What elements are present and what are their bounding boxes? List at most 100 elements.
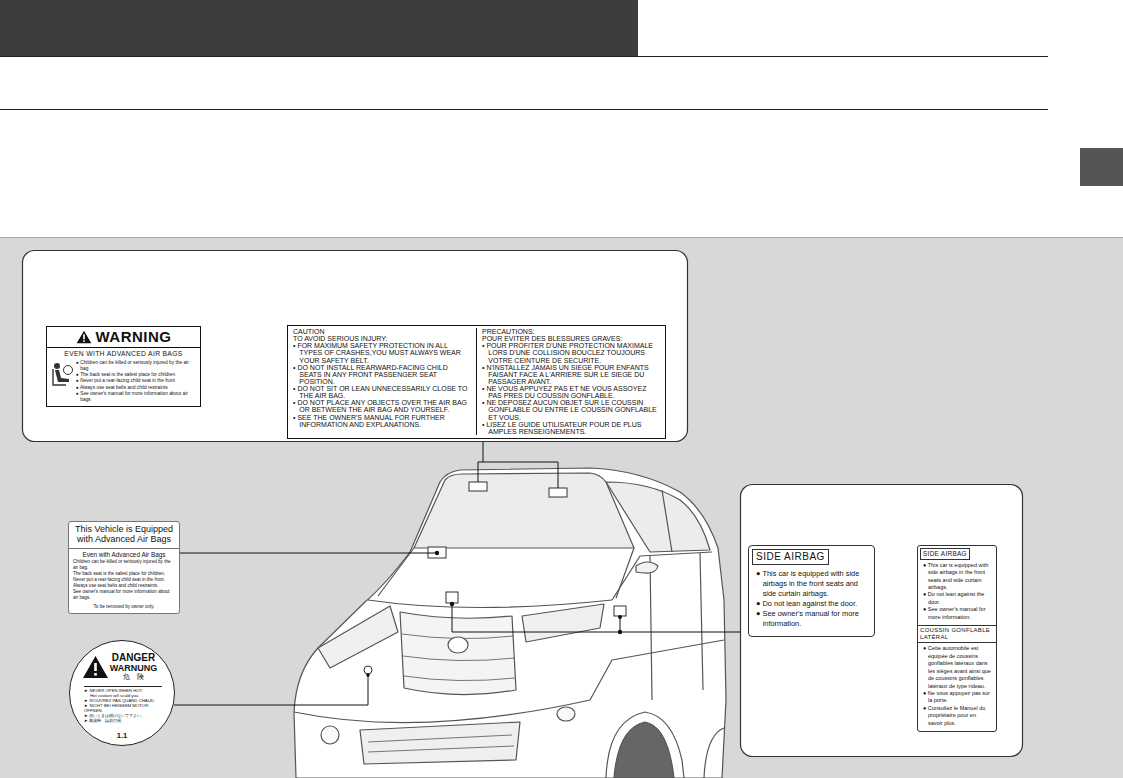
car-illustration	[662, 490, 672, 552]
danger-cap-label: DANGERWARNUNG危 険 ► NEVER OPEN WHEN HOT.Ho…	[69, 640, 175, 746]
warning-icon	[83, 335, 85, 340]
bullet-text: ● See owner's manual for more informatio…	[923, 606, 992, 621]
bullet-text: • N'INSTALLEZ JAMAIS UN SIEGE POUR ENFAN…	[482, 364, 660, 385]
car-illustration	[614, 722, 674, 778]
label-title: SIDE AIRBAG	[752, 549, 829, 565]
car-illustration	[368, 735, 514, 752]
danger-header: DANGERWARNUNG危 険	[82, 653, 158, 682]
bullet-text: • SEE THE OWNER'S MANUAL FOR FURTHER INF…	[293, 414, 471, 428]
leader-dot	[366, 551, 622, 677]
car-illustration	[368, 600, 612, 608]
bullet-text: ● Do not lean against the door.	[756, 599, 868, 609]
side-airbag-body: ● This car is equipped with side airbags…	[920, 560, 994, 623]
bullet-text: ● See owner's manual for more informatio…	[76, 391, 197, 403]
car-illustration	[400, 612, 516, 695]
leader-line	[620, 617, 621, 632]
bullet-text: ● Do not lean against the door.	[923, 591, 992, 606]
car-illustration	[606, 482, 710, 552]
warning-icon	[83, 341, 85, 343]
occupant-icon	[64, 365, 73, 374]
car-illustration	[448, 637, 468, 653]
occupant-icon	[50, 361, 74, 389]
bullet-text: ● Ne vous appuyez pas sur la porte.	[923, 690, 992, 705]
danger-icon	[94, 663, 97, 671]
danger-body: ► NEVER OPEN WHEN HOT.Hot coolant will s…	[84, 686, 162, 724]
label-line: Always use seat belts and child restrain…	[69, 583, 179, 589]
leader-dot	[618, 615, 622, 619]
caution-column: PRECAUTIONS:POUR EVITER DES BLESSURES GR…	[477, 328, 665, 435]
label-number: 1.1	[70, 732, 174, 740]
danger-titles: DANGERWARNUNG危 険	[109, 653, 158, 682]
warning-title: WARNING	[96, 329, 172, 346]
bullet-text: ● This car is equipped with side airbags…	[756, 569, 868, 599]
car-illustration	[636, 562, 658, 573]
car-illustration	[557, 707, 575, 721]
page-frame	[0, 56, 1048, 57]
caution-heading: CAUTION	[293, 328, 471, 335]
page-frame	[0, 109, 1048, 110]
label-subtitle: EVEN WITH ADVANCED AIR BAGS	[47, 348, 200, 359]
danger-icon	[94, 673, 97, 676]
car-illustration	[294, 468, 726, 778]
bullet-text: ● Children can be killed or seriously in…	[76, 360, 197, 372]
danger-title: WARNUNG	[109, 664, 158, 674]
label-footnote: To be removed by owner only.	[69, 601, 179, 613]
side-airbag-bilingual-label: SIDE AIRBAG ● This car is equipped with s…	[917, 545, 997, 732]
page-frame	[0, 0, 638, 56]
danger-line: ► 高温時、請勿打開。	[84, 719, 162, 724]
occupant-icon	[55, 370, 69, 382]
label-title: SIDE AIRBAG	[920, 548, 970, 560]
label-location-marker	[549, 488, 567, 497]
page-frame	[1080, 148, 1123, 186]
leader-dot	[435, 551, 439, 555]
car-illustration	[294, 640, 724, 723]
leader-dot	[618, 630, 622, 634]
car-illustration	[704, 728, 724, 778]
caution-heading: POUR EVITER DES BLESSURES GRAVES:	[482, 335, 660, 342]
danger-icon	[83, 656, 108, 678]
page-frame	[0, 237, 1123, 778]
danger-line: ► NICHT BEI HEISSEM MOTOR ÖFFNEN.	[84, 704, 162, 714]
label-location-marker	[364, 666, 372, 674]
label-subtitle: Even with Advanced Air Bags	[69, 549, 179, 560]
page-frame	[0, 237, 1123, 238]
leader-line	[174, 442, 740, 705]
caution-heading: TO AVOID SERIOUS INJURY:	[293, 335, 471, 342]
label-title: This Vehicle is Equipped with Advanced A…	[69, 522, 179, 549]
callout-panel	[23, 251, 688, 442]
side-airbag-label: SIDE AIRBAG ● This car is equipped with s…	[748, 545, 875, 637]
label-location-marker	[446, 592, 458, 603]
side-airbag-body: ● Cette automobile est équipée de coussi…	[920, 643, 994, 729]
callout-panel	[741, 485, 1023, 757]
label-location-marker	[614, 606, 626, 616]
leader-line	[478, 442, 558, 488]
danger-title: DANGER	[109, 653, 158, 664]
label-line: Children can be killed or seriously inju…	[69, 559, 179, 571]
bullet-text: ● Always use seat belts and child restra…	[76, 385, 197, 391]
caution-heading: PRECAUTIONS:	[482, 328, 660, 335]
bullet-text: ● Never put a rear-facing child seat in …	[76, 378, 197, 384]
car-illustration	[378, 548, 634, 598]
advanced-airbag-label: This Vehicle is Equipped with Advanced A…	[68, 521, 180, 614]
bullet-text: • DO NOT PLACE ANY OBJECTS OVER THE AIR …	[293, 399, 471, 413]
bullet-text: ● This car is equipped with side airbags…	[923, 562, 992, 592]
label-location-marker	[469, 482, 487, 491]
caution-column: CAUTIONTO AVOID SERIOUS INJURY:• FOR MAX…	[288, 328, 477, 435]
car-illustration	[402, 634, 515, 681]
bullet-text: • FOR MAXIMUM SAFETY PROTECTION IN ALL T…	[293, 342, 471, 363]
bullet-text: • DO NOT SIT OR LEAN UNNECESSARILY CLOSE…	[293, 385, 471, 399]
occupant-icon	[50, 361, 74, 389]
bullet-text: • LISEZ LE GUIDE UTILISATEUR POUR DE PLU…	[482, 421, 660, 435]
label-location-marker	[364, 482, 626, 674]
leader-dot	[366, 673, 370, 677]
label-line: Never put a rear-facing child seat in th…	[69, 577, 179, 583]
warning-body: ● Children can be killed or seriously in…	[47, 359, 200, 407]
car-illustration	[606, 712, 684, 778]
bullet-text: • NE VOUS APPUYEZ PAS ET NE VOUS ASSOYEZ…	[482, 385, 660, 399]
car-illustration	[321, 726, 339, 744]
leader-line	[174, 675, 368, 705]
car-illustration	[650, 553, 703, 700]
leader-line	[452, 604, 740, 632]
